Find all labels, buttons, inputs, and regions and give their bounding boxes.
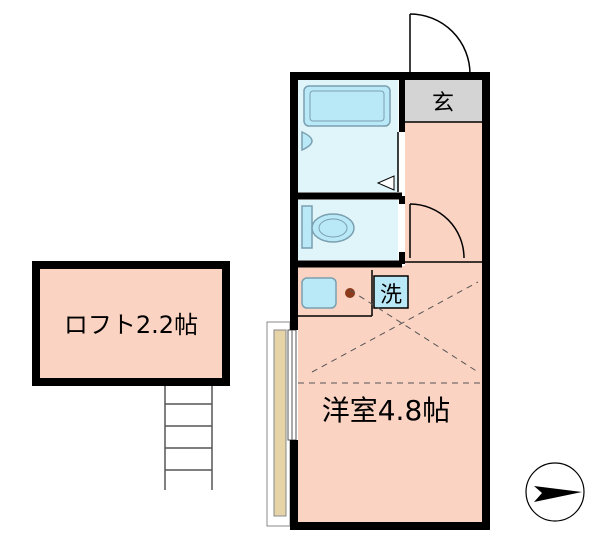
loft-label: ロフト2.2帖 [64, 311, 198, 339]
drain-icon [345, 288, 355, 298]
loft-floor [32, 261, 230, 386]
loft: ロフト2.2帖 [32, 261, 230, 386]
laundry-label: 洗 [380, 283, 402, 308]
balcony-floor [273, 329, 287, 517]
loft-ladder [164, 386, 213, 490]
bathroom-door-marker [376, 175, 395, 191]
entrance-label: 玄 [432, 91, 454, 116]
toilet-icon [301, 205, 355, 249]
walls [290, 72, 490, 530]
north-arrow-icon [525, 462, 585, 522]
window [287, 329, 297, 441]
laundry-space: 洗 [373, 275, 409, 309]
laundry-sink-icon [301, 277, 337, 309]
balcony [266, 321, 291, 527]
western-room-label: 洋室4.8帖 [322, 394, 451, 427]
bathtub-icon [303, 85, 391, 127]
toilet-door [409, 203, 465, 259]
dividers [298, 121, 482, 317]
entrance-door [409, 13, 471, 75]
loft-dashed-outline [298, 281, 482, 384]
entrance-floor [405, 80, 482, 122]
washbasin-icon [301, 130, 313, 152]
